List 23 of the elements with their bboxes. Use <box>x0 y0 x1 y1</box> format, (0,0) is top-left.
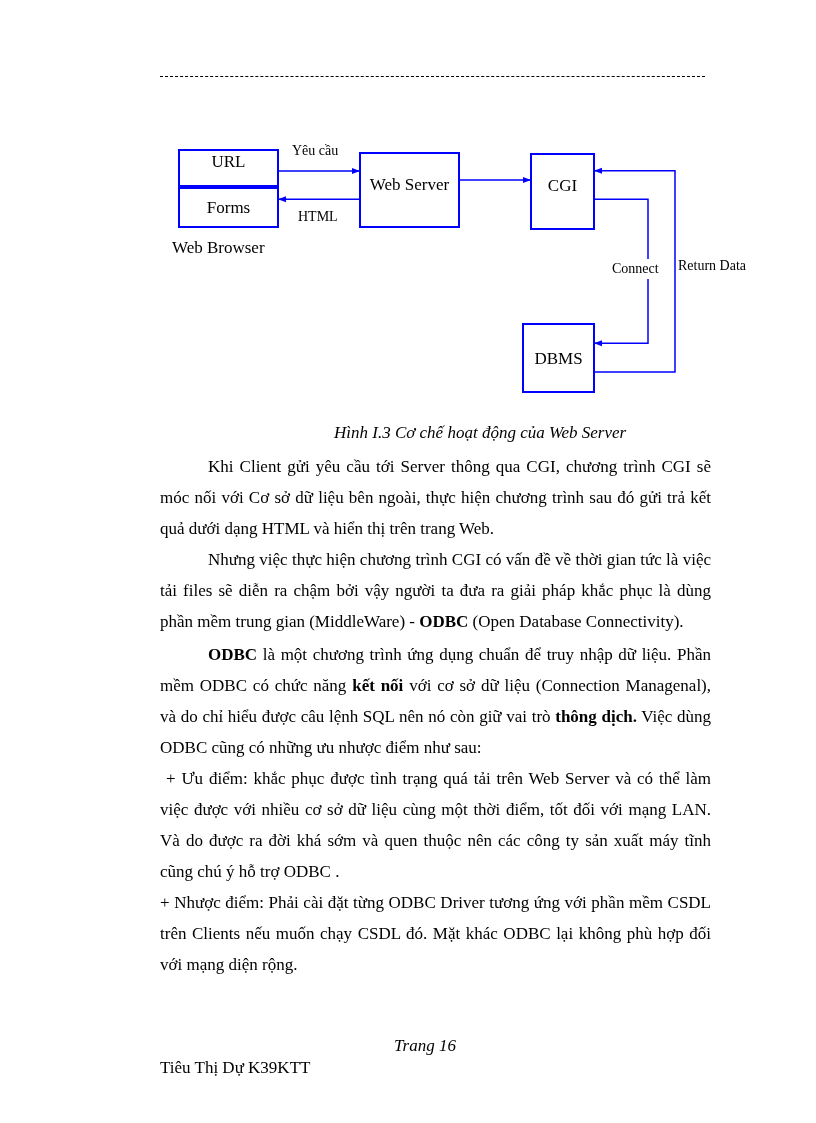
edge-label: HTML <box>298 210 338 224</box>
process-box: Web Server <box>359 152 460 228</box>
arrow <box>594 198 649 347</box>
page-number: Trang 16 <box>394 1035 456 1057</box>
process-box: DBMS <box>522 323 595 393</box>
paragraph: + Ưu điểm: khắc phục được tình trạng quá tải trên Web Server và có thể làm việc được với nhiều cơ sở dữ liệu cùng một thời điểm, tốt đối với mạng LAN. Và do được ra đời khá sớm và quen thuộc nên các công ty sản xuất máy tĩnh cũng chú ý hỗ trợ ODBC . <box>160 768 711 883</box>
arrow <box>594 167 676 373</box>
edge-label: Return Data <box>678 259 747 273</box>
edge-label: Connect <box>612 259 659 279</box>
process-box: URL <box>178 149 279 187</box>
arrow <box>278 168 360 175</box>
node-title: Web Browser <box>172 239 265 256</box>
paragraph: Khi Client gửi yêu cầu tới Server thông qua CGI, chương trình CGI sẽ móc nối với Cơ sở dữ liệu bên ngoài, thực hiện chương trình sau đó gửi trả kết quả dưới dạng HTML và hiển thị trên trang Web. <box>160 456 711 540</box>
process-box: CGI <box>530 153 595 230</box>
arrow <box>459 177 531 184</box>
figure-caption: Hình I.3 Cơ chế hoạt động của Web Server <box>334 422 627 444</box>
paragraph: Nhưng việc thực hiện chương trình CGI có vấn đề về thời gian tức là việc tải files sẽ diễn ra chậm bởi vậy người ta đưa ra giải pháp khắc phục là dùng phần mềm trung gian (MiddleWare) - ODBC (Open Database Connectivity). <box>160 549 711 633</box>
arrow <box>278 196 360 203</box>
paragraph: + Nhược điểm: Phải cài đặt từng ODBC Driver tương ứng với phần mềm CSDL trên Clients nếu muốn chạy CSDL đó. Mặt khác ODBC lại không phù hợp đối với mạng diện rộng. <box>160 892 711 976</box>
author-note: Tiêu Thị Dự K39KTT <box>160 1057 311 1079</box>
edge-label: Yêu cầu <box>292 144 339 158</box>
paragraph: ODBC là một chương trình ứng dụng chuẩn để truy nhập dữ liệu. Phần mềm ODBC có chức năng kết nối với cơ sở dữ liệu (Connection Managenal), và do chỉ hiểu được câu lệnh SQL nên nó còn giữ vai trò thông dịch. Việc dùng ODBC cũng có những ưu nhược điểm như sau: <box>160 644 711 759</box>
process-box: Forms <box>178 187 279 228</box>
